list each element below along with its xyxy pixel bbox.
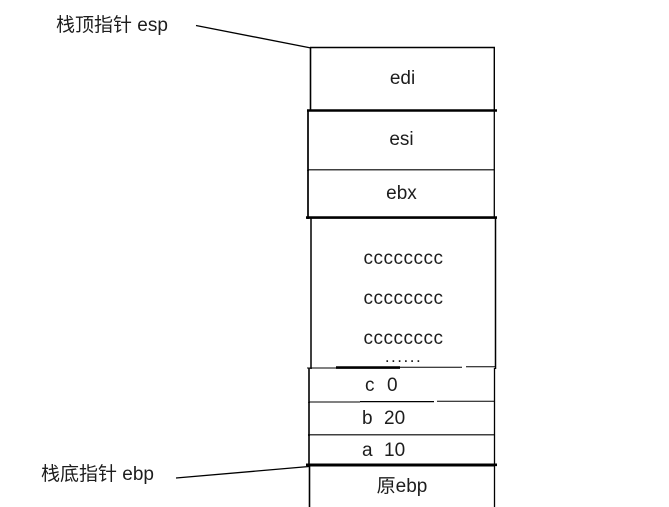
ebp-leader-line <box>175 465 310 479</box>
stack-cell-ebx-label: ebx <box>386 183 417 204</box>
cell-border-var-b <box>308 402 496 436</box>
cell-border-ebx <box>306 170 497 219</box>
stack-cell-var-b: b 20 <box>362 407 405 431</box>
cell-border-var-c <box>308 368 496 403</box>
uninitialized-line-3: cccccccc <box>363 328 444 349</box>
cell-border-saved-ebp <box>308 465 496 507</box>
stack-cell-ebx: ebx <box>308 170 495 218</box>
stack-cell-edi: edi <box>310 48 495 110</box>
stack-cell-var-c: c 0 <box>365 374 398 398</box>
stack-cell-var-a: a 10 <box>362 439 405 463</box>
stack-cell-esi: esi <box>308 110 495 170</box>
stack-cell-saved-ebp-label: 原ebp <box>376 476 428 497</box>
uninitialized-line-1: cccccccc <box>363 248 444 269</box>
stack-cell-var-c-key: c <box>365 375 375 396</box>
stack-cell-var-c-value: 0 <box>387 375 398 396</box>
cell-border-esi <box>307 110 495 171</box>
uninitialized-line-2: cccccccc <box>363 288 444 309</box>
stack-cell-saved-ebp: 原ebp <box>309 470 495 504</box>
cell-border-var-a <box>306 435 497 467</box>
cell-border-uninitialized-block <box>307 218 497 369</box>
stack-cell-edi-label: edi <box>389 68 416 89</box>
ebp-pointer-label: 栈底指针 ebp <box>41 464 154 485</box>
uninitialized-ellipsis: ...... <box>384 347 423 366</box>
stack-cell-var-a-value: 10 <box>384 440 406 461</box>
stack-cell-uninitialized-block: cccccccc cccccccc cccccccc ...... <box>311 248 496 366</box>
cell-border-edi <box>307 46 497 112</box>
esp-pointer-label: 栈顶指针 esp <box>56 15 168 36</box>
stack-cell-var-b-key: b <box>362 408 373 429</box>
stack-cell-esi-label: esi <box>389 129 414 150</box>
esp-leader-line <box>195 24 312 49</box>
stack-cell-var-a-key: a <box>362 440 373 461</box>
stack-cell-var-b-value: 20 <box>384 408 406 429</box>
